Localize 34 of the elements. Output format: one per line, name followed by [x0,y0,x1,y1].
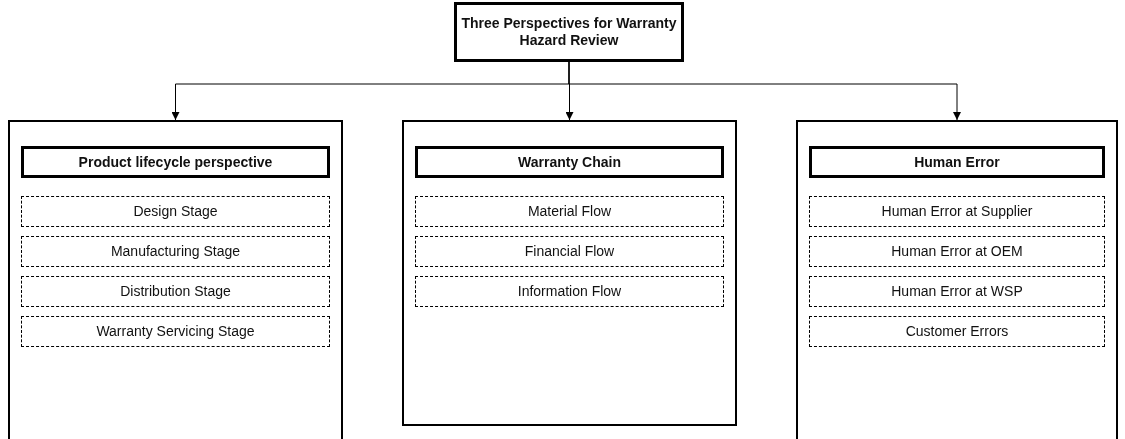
item-box [415,196,724,227]
item-label: Information Flow [517,283,622,300]
perspective-panel [402,120,737,426]
heading-text: Warranty Chain [518,153,621,171]
item-box [809,316,1105,347]
perspective-panel [796,120,1118,439]
title-text: Three Perspectives for Warranty Hazard Review [460,15,678,49]
item-box [21,276,330,307]
item-label: Human Error at WSP [891,283,1023,300]
item-label: Customer Errors [905,323,1009,340]
item-box [809,276,1105,307]
item-label: Warranty Servicing Stage [96,323,255,340]
item-box [21,316,330,347]
item-label: Design Stage [133,203,218,220]
item-box [809,196,1105,227]
heading-box [415,146,724,178]
heading-text: Human Error [914,153,1000,171]
item-box [415,276,724,307]
perspective-panel [8,120,343,439]
item-box [415,236,724,267]
item-label: Material Flow [527,203,612,220]
item-box [21,236,330,267]
item-label: Distribution Stage [120,283,231,300]
heading-box [809,146,1105,178]
item-label: Human Error at OEM [891,243,1023,260]
heading-text: Product lifecycle perspective [78,153,273,171]
heading-box [21,146,330,178]
connector-arrow [568,61,961,121]
title-box [454,2,684,62]
item-label: Human Error at Supplier [881,203,1033,220]
item-box [809,236,1105,267]
item-label: Manufacturing Stage [110,243,241,260]
item-box [21,196,330,227]
item-label: Financial Flow [524,243,615,260]
